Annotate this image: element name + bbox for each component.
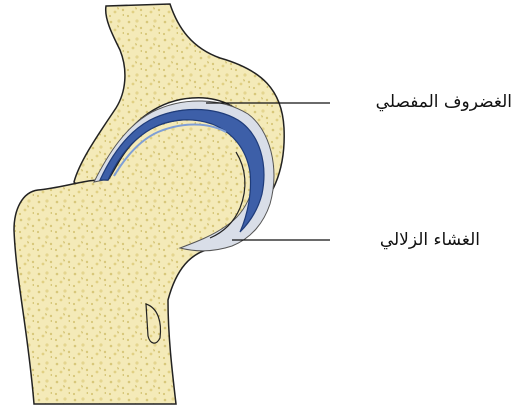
articular-cartilage-label: الغضروف المفصلي <box>376 92 512 112</box>
femur-bone <box>14 120 256 404</box>
synovial-membrane-label: الغشاء الزلالي <box>380 230 480 250</box>
